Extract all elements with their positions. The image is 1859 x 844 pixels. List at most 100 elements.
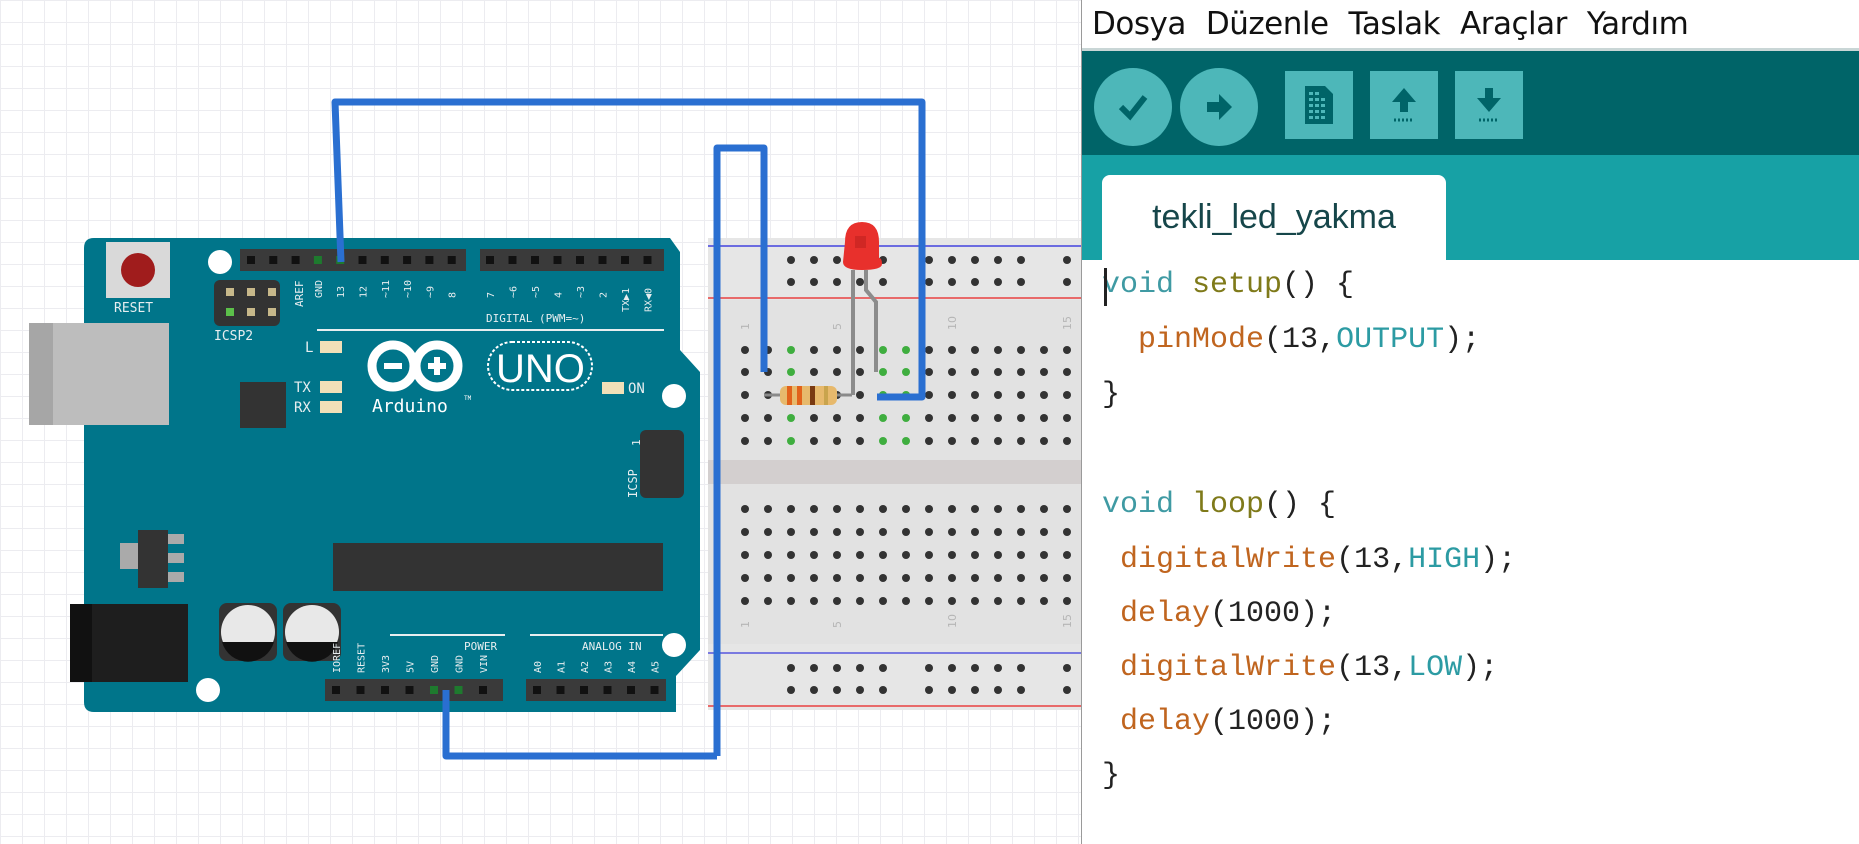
breadboard-hole (948, 551, 956, 559)
digital-pin-label: 13 (336, 286, 347, 298)
code-token (1174, 488, 1192, 522)
menu-dosya[interactable]: Dosya (1092, 6, 1186, 42)
uno-text: UNO (496, 347, 585, 391)
power-pin-socket (430, 686, 438, 694)
breadboard-hole (856, 505, 864, 513)
analog-pin-label: A0 (533, 661, 544, 673)
code-token: loop (1192, 488, 1265, 522)
pin-socket (598, 256, 607, 264)
breadboard-hole (810, 574, 818, 582)
power-pin-label: 3V3 (381, 655, 392, 673)
usb-chip (240, 382, 286, 428)
digital-pin-label: 4 (554, 292, 565, 298)
breadboard-hole (971, 528, 979, 536)
breadboard-hole (879, 414, 887, 422)
breadboard-hole (833, 528, 841, 536)
breadboard-hole (1017, 505, 1025, 513)
column-number: 10 (946, 316, 959, 330)
wire-pin13-to-led[interactable] (331, 98, 926, 401)
pin-socket (447, 256, 456, 264)
code-line: void loop() { (1102, 488, 1336, 522)
breadboard-hole (787, 551, 795, 559)
red-led[interactable] (843, 222, 882, 395)
breadboard-hole (902, 505, 910, 513)
breadboard-hole (787, 437, 795, 445)
breadboard-hole (856, 528, 864, 536)
tab-sketch[interactable]: tekli_led_yakma (1102, 175, 1446, 260)
menu-duzenle[interactable]: Düzenle (1205, 6, 1329, 42)
digital-pin-label: RX◀0 (644, 288, 655, 312)
breadboard-hole (1040, 597, 1048, 605)
wire-gnd-to-breadboard[interactable] (442, 690, 717, 760)
rail-hole (1017, 278, 1025, 286)
rail-hole (925, 278, 933, 286)
column-number: 10 (946, 614, 959, 628)
breadboard-hole (994, 368, 1002, 376)
breadboard-hole (925, 551, 933, 559)
pin-socket (553, 256, 562, 264)
breadboard-hole (741, 505, 749, 513)
menu-yardim[interactable]: Yardım (1586, 6, 1689, 42)
verify-button[interactable] (1094, 68, 1172, 146)
code-editor[interactable]: void setup() { pinMode(13,OUTPUT);}void … (1082, 260, 1859, 844)
breadboard-hole (1017, 597, 1025, 605)
code-line: } (1102, 759, 1120, 793)
breadboard-hole (787, 574, 795, 582)
breadboard-hole (902, 597, 910, 605)
led-tx (320, 381, 342, 393)
breadboard-hole (948, 505, 956, 513)
breadboard-hole (1017, 391, 1025, 399)
led-l-label: L (305, 340, 313, 356)
wire-breadboard-jumper[interactable] (713, 144, 768, 756)
pin-socket (486, 256, 494, 264)
breadboard-hole (925, 597, 933, 605)
breadboard-hole (856, 597, 864, 605)
led-l (320, 341, 342, 353)
column-number: 15 (1061, 614, 1074, 628)
code-token: ); (1480, 543, 1517, 577)
breadboard-hole (764, 597, 772, 605)
rail-hole (1017, 686, 1025, 694)
analog-pin-label: A1 (557, 661, 568, 673)
analog-pin-label: A4 (627, 661, 638, 673)
analog-header (526, 679, 666, 701)
breadboard-hole (971, 368, 979, 376)
new-sketch-button[interactable] (1285, 71, 1353, 139)
breadboard-hole (833, 414, 841, 422)
power-pin-socket (454, 686, 463, 694)
pin-socket (247, 256, 255, 264)
open-button[interactable] (1370, 71, 1438, 139)
breadboard-hole (741, 528, 749, 536)
voltage-regulator (138, 530, 168, 588)
breadboard-hole (994, 551, 1002, 559)
upload-button[interactable] (1180, 68, 1258, 146)
analog-pin-socket (627, 686, 635, 694)
breadboard-hole (833, 597, 841, 605)
breadboard-hole (810, 346, 818, 354)
menu-araclar[interactable]: Araçlar (1460, 6, 1567, 42)
rail-hole (948, 664, 956, 672)
analog-pin-label: A2 (580, 661, 591, 673)
breadboard-hole (741, 597, 749, 605)
breadboard-top-rail (708, 238, 1081, 300)
code-token (1102, 705, 1120, 739)
jumper-wires[interactable] (331, 98, 926, 760)
menu-bar: Dosya Düzenle Taslak Araçlar Yardım (1082, 0, 1859, 51)
rail-hole (971, 664, 979, 672)
mounting-hole (196, 678, 220, 702)
power-pin-label: GND (455, 655, 466, 673)
resistor[interactable] (764, 386, 852, 405)
code-token: ); (1462, 651, 1499, 685)
power-pin-socket (381, 686, 389, 694)
regulator-pin (168, 534, 184, 544)
menu-taslak[interactable]: Taslak (1348, 6, 1441, 42)
save-button[interactable] (1455, 71, 1523, 139)
rail-hole (971, 256, 979, 264)
rail-hole (833, 686, 841, 694)
rail-hole (1017, 664, 1025, 672)
reset-button[interactable] (121, 253, 155, 287)
icsp2-pin (247, 288, 255, 296)
